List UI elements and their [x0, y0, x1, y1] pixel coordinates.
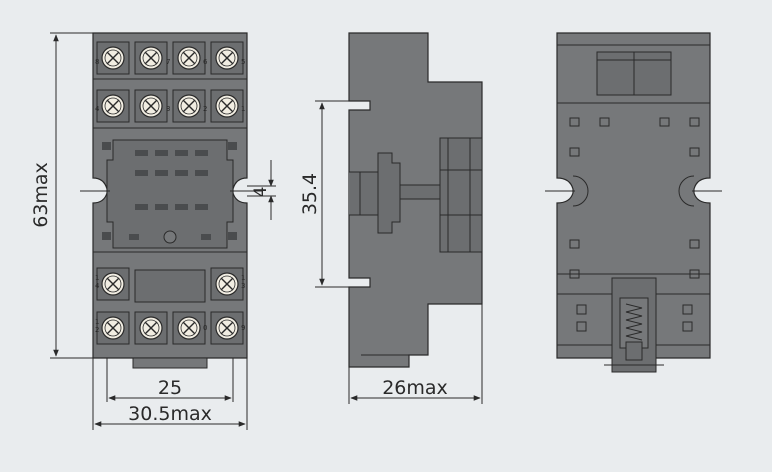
- terminal-number: 3: [166, 105, 170, 113]
- spring-icon: [625, 303, 643, 341]
- terminal-screw-icon: [96, 311, 130, 345]
- overall-width-label: 30.5max: [128, 403, 212, 425]
- pin-slot: [195, 204, 208, 210]
- pin-slot: [195, 150, 208, 156]
- terminal-screw-icon: [96, 89, 130, 123]
- back-slot: [689, 269, 700, 279]
- pin-slot: [135, 204, 148, 210]
- pin-slot: [175, 170, 188, 176]
- side-rail-bar: [399, 184, 441, 200]
- pin-slot: [155, 170, 168, 176]
- side-latch: [349, 171, 379, 216]
- terminal-number: 0: [203, 324, 207, 332]
- terminal-number: 2: [203, 105, 207, 113]
- back-slot: [569, 117, 580, 127]
- front-small-slot: [201, 234, 211, 240]
- side-slot: [102, 232, 111, 240]
- height-dimension-label: 63max: [30, 162, 52, 228]
- pin-slot: [155, 150, 168, 156]
- slot-width-label: 4: [251, 187, 271, 198]
- terminal-screw-icon: [172, 89, 206, 123]
- front-small-slot: [129, 234, 139, 240]
- pin-slot: [135, 170, 148, 176]
- terminal-numbers: 8 7 6 5 4 3 2 1 0 9: [95, 58, 245, 332]
- front-base-tab: [132, 357, 208, 369]
- terminal-screw-icon: [210, 267, 244, 301]
- back-slot: [569, 239, 580, 249]
- side-slot: [228, 232, 237, 240]
- terminal-screw-icon: [210, 311, 244, 345]
- front-dimensions: [50, 32, 276, 430]
- back-slot: [576, 321, 587, 332]
- terminal-number: 7: [166, 58, 170, 66]
- back-slot: [659, 117, 670, 127]
- terminal-screw-icon: [134, 41, 168, 75]
- front-center-recess: [106, 139, 234, 249]
- terminal-number: 6: [203, 58, 208, 66]
- pin-slot: [195, 170, 208, 176]
- back-slot: [569, 147, 580, 157]
- pin-slot: [155, 204, 168, 210]
- front-lower-notch: [134, 269, 206, 303]
- side-right-block: [439, 137, 483, 253]
- back-view: [545, 32, 722, 373]
- side-view: [348, 32, 483, 368]
- back-slot: [682, 321, 693, 332]
- back-slot: [689, 117, 700, 127]
- terminal-number: 1: [241, 105, 245, 113]
- back-slot: [682, 304, 693, 315]
- terminal-number: 9: [241, 324, 245, 332]
- back-mount-hole-right: [678, 175, 695, 207]
- pin-slot: [135, 150, 148, 156]
- terminal-screw-icon: [210, 41, 244, 75]
- terminal-screw-icon: [210, 89, 244, 123]
- terminal-screw-icon: [172, 41, 206, 75]
- depth-label: 26max: [382, 377, 448, 399]
- pitch-width-label: 25: [158, 377, 182, 399]
- back-slot: [689, 239, 700, 249]
- terminal-number: 8: [95, 58, 99, 66]
- pin-slot: [175, 150, 188, 156]
- side-slot: [102, 142, 111, 150]
- mount-height-label: 35.4: [299, 173, 321, 215]
- terminal-screw-icon: [96, 267, 130, 301]
- terminal-screw-icon: [134, 89, 168, 123]
- front-center-hole: [163, 230, 177, 244]
- terminal-screw-icon: [172, 311, 206, 345]
- back-mount-hole-left: [572, 175, 589, 207]
- terminal-number: 5: [241, 58, 245, 66]
- terminal-screw-icon: [134, 311, 168, 345]
- back-slot: [569, 269, 580, 279]
- side-dimensions: [315, 100, 483, 404]
- pin-slot-grid: [102, 142, 237, 240]
- back-slot: [576, 304, 587, 315]
- back-slots: [569, 117, 700, 332]
- back-slot: [599, 117, 610, 127]
- side-slot: [228, 142, 237, 150]
- pin-slot: [175, 204, 188, 210]
- back-body: [556, 32, 711, 359]
- terminal-screws: [96, 41, 244, 345]
- terminal-number: 4: [95, 105, 100, 113]
- terminal-screw-icon: [96, 41, 130, 75]
- back-slot: [689, 147, 700, 157]
- side-din-clip: [377, 152, 401, 234]
